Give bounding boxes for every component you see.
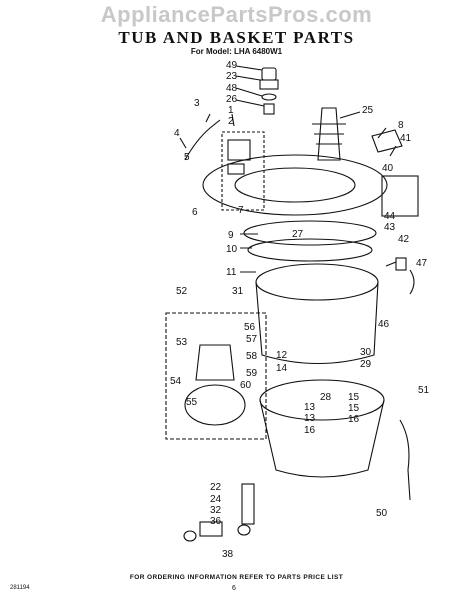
callout-label: 22 xyxy=(210,482,222,493)
callout-label: 58 xyxy=(246,351,258,362)
diagram-title: TUB AND BASKET PARTS xyxy=(118,28,355,47)
cap-collar-part xyxy=(259,79,279,90)
washer-part xyxy=(261,93,277,101)
lid-switch-part xyxy=(371,129,403,153)
callout-labels: 49 23 48 26 25 3 1 2 4 7 6 5 8 41 40 44 … xyxy=(170,60,430,560)
callout-label: 50 xyxy=(376,508,388,519)
callout-label: 44 xyxy=(384,211,396,222)
callout-label: 30 xyxy=(360,347,372,358)
callout-label: 40 xyxy=(382,163,394,174)
tub-ring-part xyxy=(247,238,373,262)
transmission-group-frame xyxy=(165,312,267,440)
spring-part xyxy=(409,269,415,295)
watermark: AppliancePartsPros.com xyxy=(100,2,373,27)
callout-label: 28 xyxy=(320,392,332,403)
callout-label: 13 xyxy=(304,413,316,424)
drain-hose-part xyxy=(399,419,411,501)
callout-label: 52 xyxy=(176,286,188,297)
callout-label: 42 xyxy=(398,234,410,245)
tub-cover-opening xyxy=(234,167,356,203)
callout-label: 10 xyxy=(226,244,238,255)
agitator-shaft-part xyxy=(317,107,341,161)
transmission-part xyxy=(195,344,235,381)
callout-label: 59 xyxy=(246,368,258,379)
callout-label: 53 xyxy=(176,337,188,348)
basket-rim xyxy=(255,263,379,301)
callout-label: 46 xyxy=(378,319,390,330)
coupling-part xyxy=(199,521,223,537)
callout-label: 4 xyxy=(174,128,180,139)
bracket-group-part xyxy=(381,175,419,217)
clamp-part-2 xyxy=(237,524,251,536)
callout-label: 13 xyxy=(304,402,316,413)
callout-label: 27 xyxy=(292,229,304,240)
outer-tub-wall-part xyxy=(259,399,385,478)
callout-label: 14 xyxy=(276,363,288,374)
page-number: 6 xyxy=(232,585,236,592)
callout-label: 47 xyxy=(416,258,428,269)
callout-label: 48 xyxy=(226,83,238,94)
balance-ring-part xyxy=(243,220,377,246)
callout-label: 15 xyxy=(348,392,360,403)
callout-label: 24 xyxy=(210,494,222,505)
callout-label: 6 xyxy=(192,207,198,218)
callout-label: 57 xyxy=(246,334,258,345)
callout-label: 51 xyxy=(418,385,430,396)
callout-label: 16 xyxy=(348,414,360,425)
callout-label: 32 xyxy=(210,505,222,516)
clip-part xyxy=(395,257,407,271)
callout-label: 41 xyxy=(400,133,412,144)
clamp-part xyxy=(183,530,197,542)
callout-label: 11 xyxy=(226,267,237,278)
callout-label: 5 xyxy=(184,152,190,163)
ordering-note: FOR ORDERING INFORMATION REFER TO PARTS … xyxy=(129,574,344,581)
callout-label: 29 xyxy=(360,359,372,370)
callout-label: 36 xyxy=(210,516,222,527)
document-code: 281194 xyxy=(10,585,30,591)
hose-part xyxy=(184,119,221,161)
callout-label: 12 xyxy=(276,350,288,361)
model-subtitle: For Model: LHA 6480W1 xyxy=(190,47,283,56)
agitator-fins xyxy=(312,123,346,145)
callout-label: 43 xyxy=(384,222,396,233)
callout-label: 15 xyxy=(348,403,360,414)
callout-label: 9 xyxy=(228,230,234,241)
callout-label: 38 xyxy=(222,549,234,560)
drawing-lines xyxy=(165,65,419,542)
callout-label: 23 xyxy=(226,71,238,82)
callout-label: 55 xyxy=(186,397,198,408)
pump-part xyxy=(184,384,246,426)
valve-part xyxy=(227,139,251,161)
callout-label: 1 xyxy=(228,105,234,116)
tub-cover-part xyxy=(202,154,388,216)
callout-label: 26 xyxy=(226,94,238,105)
callout-label: 7 xyxy=(238,205,244,216)
callout-label: 49 xyxy=(226,60,238,71)
callout-label: 25 xyxy=(362,105,374,116)
bolt-part xyxy=(263,103,275,115)
callout-label: 2 xyxy=(228,116,234,127)
callout-label: 8 xyxy=(398,120,404,131)
gasket-part xyxy=(227,163,245,175)
basket-wall-part xyxy=(255,281,379,364)
callout-label: 56 xyxy=(244,322,256,333)
agitator-cap-part xyxy=(261,67,277,81)
callout-label: 3 xyxy=(194,98,200,109)
callout-label: 16 xyxy=(304,425,316,436)
callout-label: 60 xyxy=(240,380,252,391)
callout-label: 54 xyxy=(170,376,182,387)
callout-label: 31 xyxy=(232,286,244,297)
tube-part xyxy=(241,483,255,525)
